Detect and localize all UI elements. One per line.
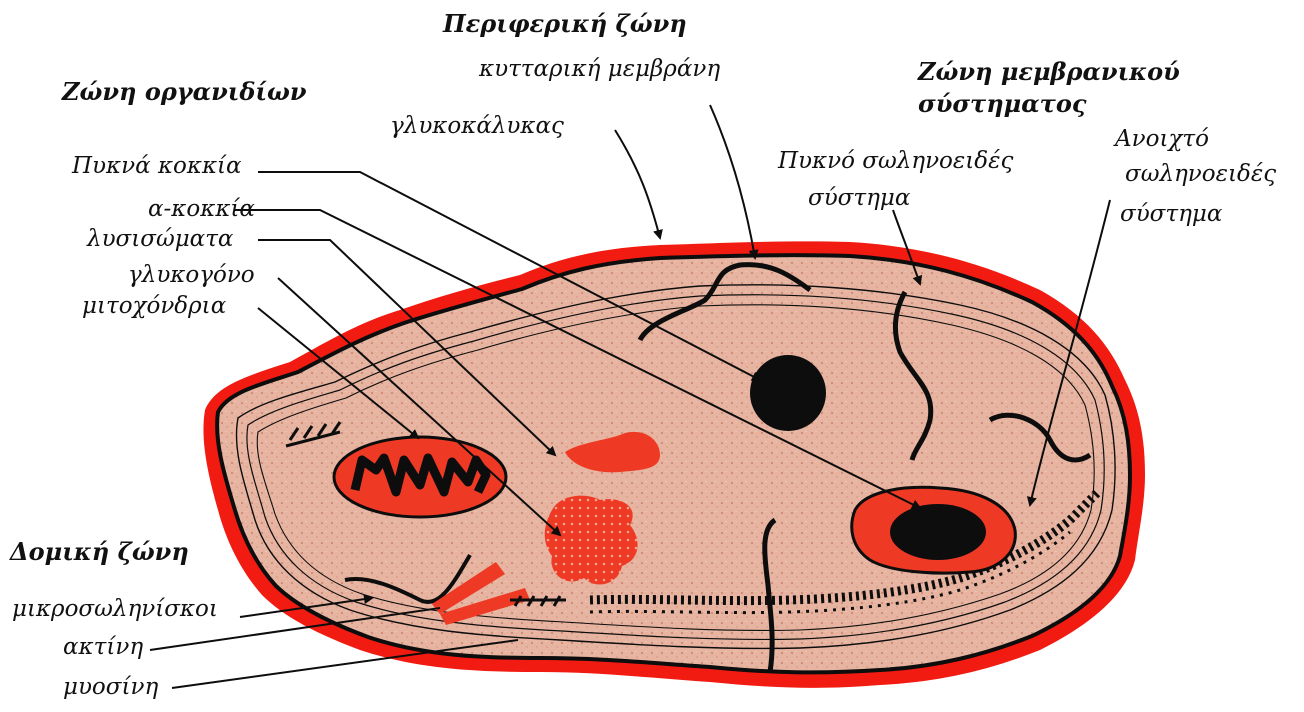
label-microtubules: μικροσωληνίσκοι — [12, 598, 218, 621]
label-mitochondria: μιτοχόνδρια — [82, 295, 226, 318]
dense-granule — [750, 355, 826, 431]
zone-organelles: Ζώνη οργανιδίων — [62, 80, 307, 104]
label-dense-tubular-line1: Πυκνό σωληνοειδές — [778, 150, 1013, 173]
label-dense-granules: Πυκνά κοκκία — [72, 155, 242, 178]
zone-membrane-system-line2: σύστηματος — [918, 92, 1086, 116]
label-open-canalicular-line2: σωληνοειδές — [1125, 163, 1276, 186]
zone-peripheral: Περιφερική ζώνη — [443, 12, 687, 36]
label-alpha-granules: α-κοκκία — [148, 198, 255, 221]
label-actin: ακτίνη — [63, 636, 143, 659]
label-myosin: μυοσίνη — [63, 676, 158, 699]
label-glycocalyx: γλυκοκάλυκας — [390, 115, 564, 138]
label-cell-membrane: κυτταρική μεμβράνη — [479, 58, 720, 81]
alpha-granule-core — [890, 504, 986, 560]
zone-membrane-system-line1: Ζώνη μεμβρανικού — [918, 60, 1180, 84]
leader-cell-membrane — [710, 105, 755, 258]
label-open-canalicular-line3: σύστημα — [1120, 203, 1222, 226]
label-lysosomes: λυσισώματα — [87, 228, 233, 251]
leader-glycocalyx — [615, 130, 660, 238]
label-open-canalicular-line1: Ανοιχτό — [1115, 128, 1209, 151]
label-glycogen: γλυκογόνο — [128, 264, 255, 287]
zone-structural: Δομική ζώνη — [10, 540, 189, 564]
label-dense-tubular-line2: σύστημα — [808, 187, 910, 210]
